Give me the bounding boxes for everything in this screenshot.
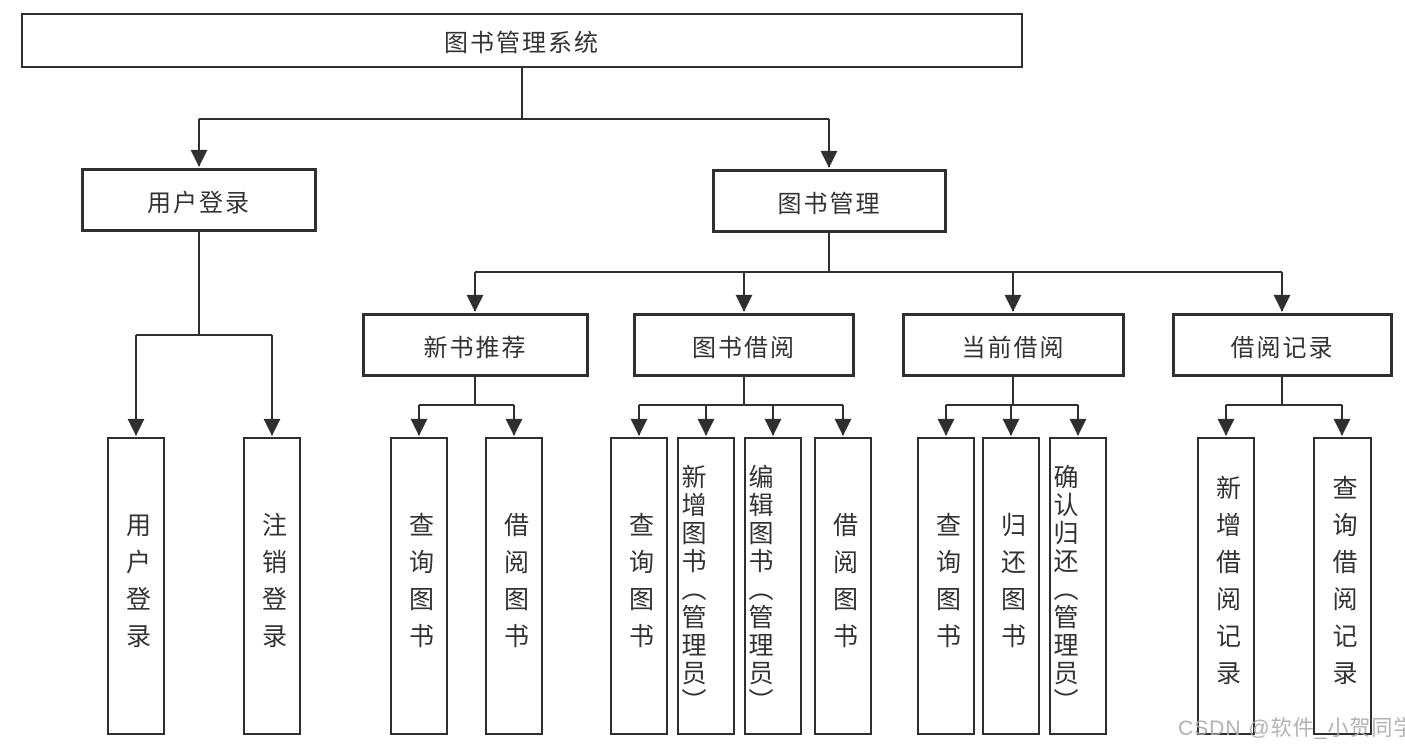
node-label: 查询图书 (625, 512, 654, 660)
connector-userlogin-rail (136, 232, 272, 336)
leaf-add-borrow-record: 新增借阅记录 (1197, 437, 1255, 735)
node-label: 借阅记录 (1230, 334, 1335, 362)
node-label: 借阅图书 (829, 512, 858, 660)
node-label: 用户登录 (147, 189, 251, 217)
node-label: 查询图书 (932, 512, 961, 660)
connector-root-rail (199, 68, 829, 120)
node-label: 归还图书 (997, 512, 1026, 660)
watermark-text: CSDN @软件_小贺同学 (1178, 717, 1405, 740)
node-label: 编辑图书（管理员） (745, 464, 773, 716)
node-borrow-records: 借阅记录 (1172, 313, 1393, 377)
node-label: 注销登录 (258, 512, 287, 660)
node-label: 图书借阅 (692, 334, 796, 362)
leaf-edit-books-admin: 编辑图书（管理员） (744, 437, 802, 735)
node-label: 借阅图书 (500, 512, 529, 660)
leaf-query-books-recommend: 查询图书 (390, 437, 448, 735)
node-label: 确认归还（管理员） (1050, 464, 1078, 716)
node-label: 图书管理 (777, 190, 882, 218)
leaf-query-books-borrow: 查询图书 (610, 437, 668, 735)
leaf-return-books: 归还图书 (982, 437, 1040, 735)
node-label: 当前借阅 (961, 334, 1066, 362)
leaf-query-borrow-record: 查询借阅记录 (1313, 437, 1372, 735)
node-book-management: 图书管理 (712, 169, 947, 233)
connector-borrow-rail (639, 377, 843, 406)
connector-recommend-rail (419, 377, 514, 406)
leaf-user-login: 用户登录 (107, 437, 165, 735)
connector-bookmgmt-rail (475, 233, 1282, 273)
node-label: 新增借阅记录 (1212, 475, 1241, 697)
leaf-borrow-books-recommend: 借阅图书 (485, 437, 543, 735)
node-user-login: 用户登录 (81, 168, 317, 232)
node-current-borrow: 当前借阅 (902, 313, 1125, 377)
node-label: 查询借阅记录 (1329, 475, 1357, 697)
node-label: 图书管理系统 (444, 30, 600, 57)
leaf-logout: 注销登录 (243, 437, 301, 735)
leaf-add-books-admin: 新增图书（管理员） (677, 437, 735, 735)
node-label: 新书推荐 (423, 334, 528, 362)
connector-records-rail (1226, 377, 1342, 406)
node-label: 用户登录 (122, 512, 151, 660)
leaf-borrow-books: 借阅图书 (814, 437, 872, 735)
node-new-book-recommend: 新书推荐 (362, 313, 589, 377)
connector-current-rail (946, 377, 1078, 406)
leaf-confirm-return-admin: 确认归还（管理员） (1049, 437, 1107, 735)
node-label: 查询图书 (405, 512, 434, 660)
node-root: 图书管理系统 (21, 13, 1023, 68)
node-book-borrow: 图书借阅 (633, 313, 855, 377)
leaf-query-books-current: 查询图书 (917, 437, 975, 735)
node-label: 新增图书（管理员） (678, 464, 706, 716)
